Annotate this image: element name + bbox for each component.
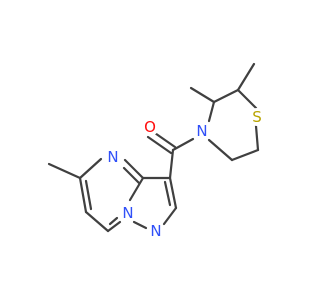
bond-n1-n7a [132, 220, 148, 230]
bond-c3a-n4pm-inner [122, 166, 141, 185]
bond-n4-c3 [207, 100, 216, 123]
bond-c2pz-n1 [162, 206, 178, 226]
bond-c5-methyl [47, 162, 82, 180]
pyrazole-nitrogen-label: N [150, 222, 161, 240]
molecule-svg: O N S N N N [47, 62, 266, 240]
bond-n7a-c3a [128, 176, 145, 202]
bond-c7-n7a-inner [108, 216, 119, 226]
bond-c6-c5 [230, 148, 260, 162]
bond-c5-c6-outer [78, 176, 88, 214]
oxygen-label: O [144, 118, 156, 136]
bond-c7-n7a-outer [106, 220, 122, 233]
bond-c3-c2pz-inner [163, 180, 172, 207]
bond-s1-c6 [254, 124, 260, 152]
amide-nitrogen-label: N [196, 122, 207, 140]
bond-c5-n4 [207, 138, 234, 162]
bond-n4pm-c5 [78, 157, 103, 180]
bond-carbonyl-double-b [146, 135, 173, 155]
bond-c2-methyl [236, 62, 256, 92]
bond-c6-c7 [84, 210, 110, 233]
atom-labels: O N S N N N [104, 108, 266, 240]
bond-c2-s1 [236, 88, 258, 110]
bond-c3-methyl [189, 86, 216, 104]
molecule-diagram: O N S N N N [47, 62, 266, 240]
bond-c3-c2pz-outer [168, 176, 178, 210]
bond-c5-c6-inner [84, 179, 93, 211]
sulfur-label: S [252, 108, 262, 126]
bridgehead-nitrogen-label: N [122, 204, 133, 222]
bond-c3a-n4pm-outer [123, 158, 145, 180]
bond-carbonyl-c3 [168, 148, 175, 180]
bond-c3-c2 [212, 88, 240, 104]
bonds [47, 62, 260, 233]
bond-carbonyl-amide-n [171, 137, 195, 152]
pyrimidine-nitrogen-label: N [107, 148, 118, 166]
